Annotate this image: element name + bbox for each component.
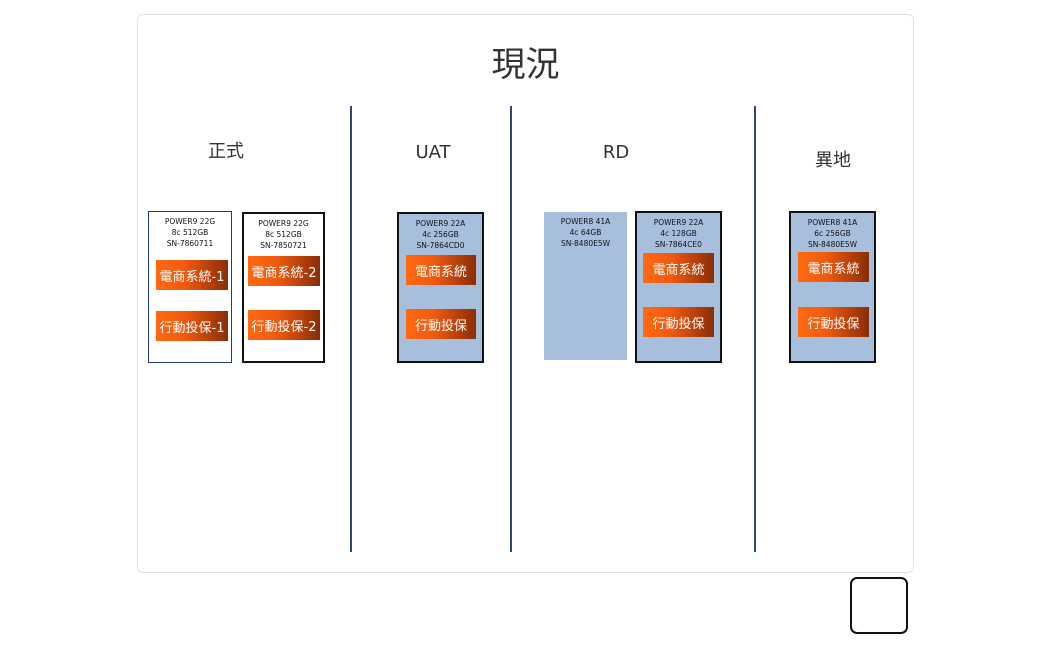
server-box-power8-8480e5w-rd: POWER8 41A 4c 64GB SN-8480E5W [544,212,627,360]
server-spec: POWER8 41A 6c 256GB SN-8480E5W [807,218,858,249]
server-box-power9-7860711: POWER9 22G 8c 512GB SN-7860711 電商系統-1 行動… [148,211,232,363]
system-mobile-insurance-1: 行動投保-1 [156,311,228,341]
server-box-power9-7850721: POWER9 22G 8c 512GB SN-7850721 電商系統-2 行動… [242,212,325,363]
section-label-production: 正式 [208,141,244,162]
server-box-power9-7864cd0: POWER9 22A 4c 256GB SN-7864CD0 電商系統 行動投保 [397,212,484,363]
page-title: 現況 [491,45,560,85]
server-spec: POWER9 22G 8c 512GB SN-7850721 [258,219,309,250]
section-label-rd: RD [602,142,630,163]
server-spec: POWER8 41A 4c 64GB SN-8480E5W [560,217,611,248]
system-mobile-insurance-uat: 行動投保 [406,309,476,339]
server-spec: POWER9 22A 4c 128GB SN-7864CE0 [653,218,704,249]
server-box-power8-8480e5w-remote: POWER8 41A 6c 256GB SN-8480E5W 電商系統 行動投保 [789,211,876,363]
divider-2 [510,106,512,552]
system-ecommerce-1: 電商系統-1 [156,260,228,290]
slide: 現況 正式 UAT RD 異地 POWER9 22G 8c 512GB SN-7… [137,14,914,573]
server-spec: POWER9 22A 4c 256GB SN-7864CD0 [415,219,466,250]
system-mobile-insurance-2: 行動投保-2 [248,310,320,340]
empty-rounded-box [850,577,908,634]
section-label-uat: UAT [415,142,451,163]
system-ecommerce-rd: 電商系統 [643,253,714,283]
divider-1 [350,106,352,552]
server-spec: POWER9 22G 8c 512GB SN-7860711 [164,217,216,248]
system-mobile-insurance-rd: 行動投保 [643,307,714,337]
system-ecommerce-uat: 電商系統 [406,255,476,285]
server-box-power9-7864ce0: POWER9 22A 4c 128GB SN-7864CE0 電商系統 行動投保 [635,211,722,363]
divider-3 [754,106,756,552]
system-mobile-insurance-remote: 行動投保 [798,307,869,337]
system-ecommerce-2: 電商系統-2 [248,256,320,286]
section-label-remote: 異地 [815,150,851,171]
system-ecommerce-remote: 電商系統 [798,252,869,282]
